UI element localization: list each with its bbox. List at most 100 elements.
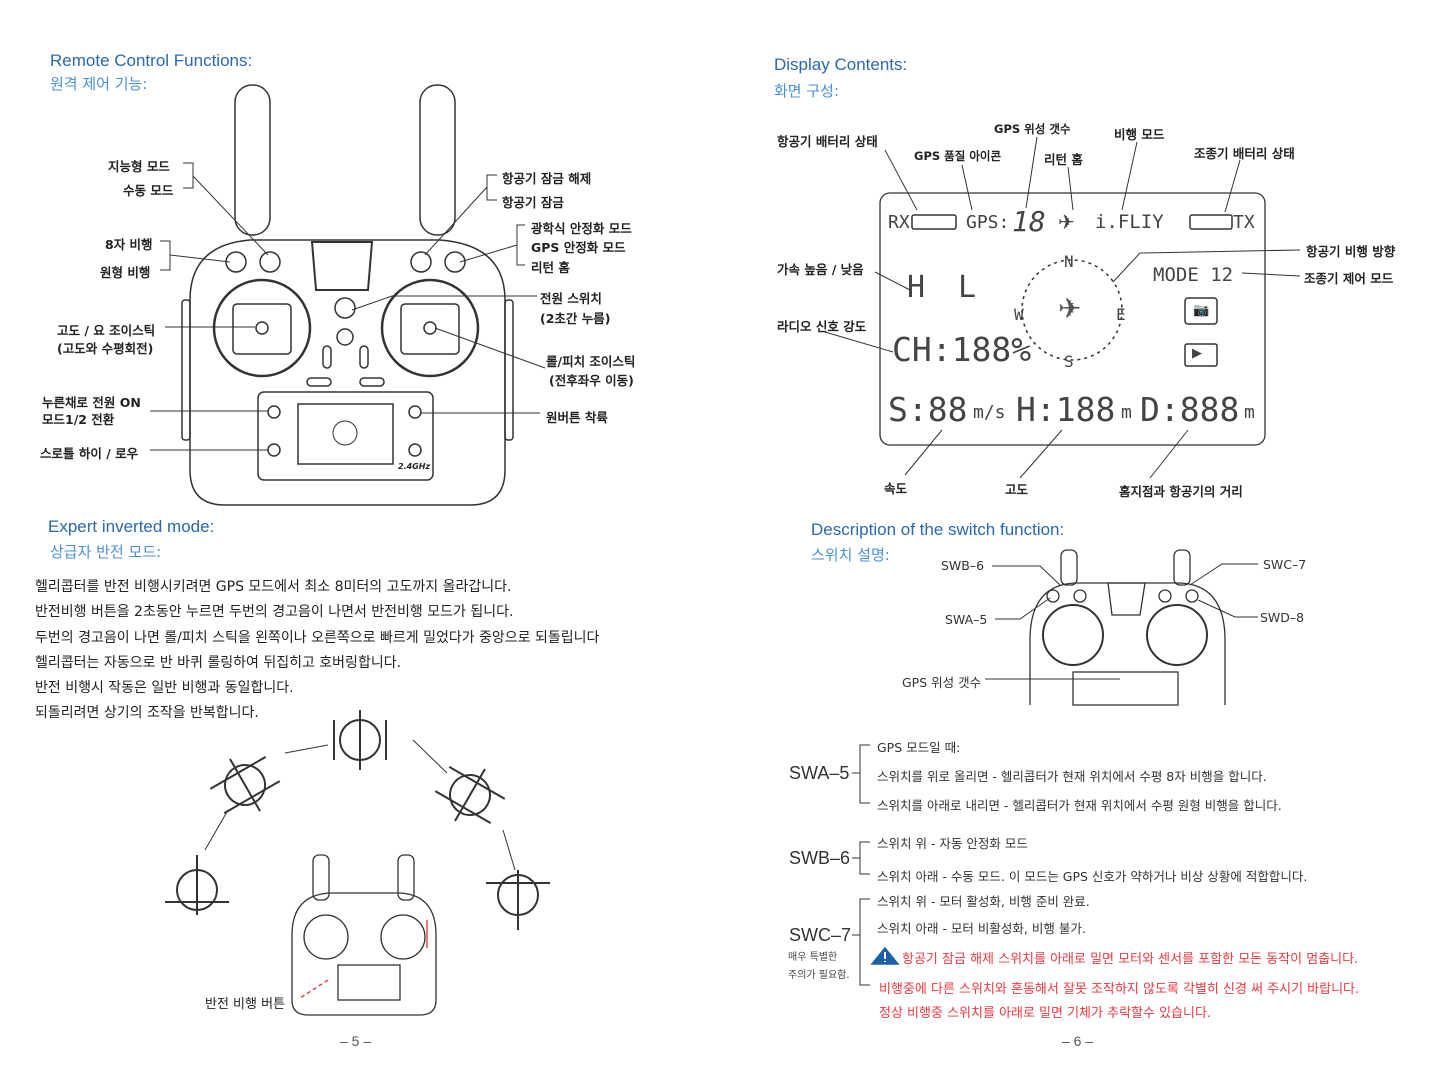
lcd-tx: TX [1233, 212, 1255, 233]
page-number-5: – 5 – [340, 1033, 372, 1049]
lcd-flight-mode: i.FLIY [1095, 211, 1164, 233]
swb-name: SWB–6 [789, 848, 851, 868]
label-altitude: 고도 [1005, 482, 1029, 497]
lcd-l: L [958, 270, 977, 305]
lcd-display-frame [879, 192, 1266, 446]
label-figure8: 8자 비행 [105, 237, 153, 252]
label-return-home: 리턴 홈 [531, 260, 570, 275]
inverted-mode-instructions: 헬리콥터를 반전 비행시키려면 GPS 모드에서 최소 8미터의 고도까지 올라… [35, 575, 599, 727]
leader-lines [150, 162, 546, 451]
label-mode-button: 누른채로 전원 ON [42, 395, 141, 410]
label-gps-count: GPS 위성 갯수 [994, 122, 1071, 136]
label-left-stick: 고도 / 요 조이스틱 [57, 323, 156, 338]
label-aircraft-battery: 항공기 배터리 상태 [777, 134, 878, 149]
label-power-sub: (2초간 누름) [540, 311, 611, 326]
label-swc: SWC–7 [1263, 557, 1307, 572]
lcd-channel: CH:188% [892, 330, 1032, 369]
display-contents-title-ko: 화면 구성: [774, 82, 840, 100]
label-flight-mode: 비행 모드 [1114, 127, 1165, 142]
display-contents-title: Display Contents: [774, 55, 908, 74]
label-one-key-land: 원버튼 착륙 [546, 410, 608, 425]
label-mode-button-sub: 모드1/2 전환 [42, 412, 115, 427]
swb-line: 스위치 위 - 자동 안정화 모드 [877, 836, 1028, 851]
remote-controller-drawing [181, 84, 514, 506]
lcd-mode: MODE 12 [1153, 264, 1234, 286]
remote-functions-title: Remote Control Functions: [50, 51, 253, 70]
label-throttle: 스로틀 하이 / 로우 [40, 446, 139, 461]
aircraft-heading-icon: ✈ [1058, 292, 1082, 325]
label-distance: 홈지점과 항공기의 거리 [1119, 484, 1243, 499]
camera-icon: 📷 [1193, 303, 1210, 318]
label-right-stick: 롤/피치 조이스틱 [546, 354, 636, 369]
remote-functions-title-ko: 원격 제어 기능: [50, 75, 148, 93]
label-tx-battery: 조종기 배터리 상태 [1194, 146, 1295, 161]
compass-n: N [1064, 252, 1074, 271]
page-number-6: – 6 – [1062, 1033, 1094, 1049]
label-accel: 가속 높음 / 낮음 [777, 262, 864, 277]
label-gps-stab: GPS 안정화 모드 [531, 240, 626, 255]
label-smart-mode: 지능형 모드 [108, 159, 170, 174]
label-control-mode: 조종기 제어 모드 [1304, 271, 1394, 286]
warning-line: 비행중에 다른 스위치와 혼동해서 잘못 조작하지 않도록 각별히 신경 써 주… [879, 982, 1360, 997]
instruction-line: 되돌리려면 상기의 조작을 반복합니다. [35, 705, 259, 722]
switch-function-title: Description of the switch function: [811, 520, 1065, 539]
lcd-distance-unit: m [1244, 402, 1255, 423]
label-swb: SWB–6 [941, 558, 985, 573]
lcd-distance: D:888 [1140, 390, 1240, 429]
swc-line: 스위치 위 - 모터 활성화, 비행 준비 완료. [877, 894, 1090, 909]
lcd-gps-count: 18 [1012, 205, 1046, 238]
return-home-icon: ✈ [1058, 210, 1075, 234]
label-right-stick-sub: (전후좌우 이동) [549, 373, 634, 388]
inverted-mode-title: Expert inverted mode: [48, 517, 215, 536]
warning-icon [870, 946, 900, 965]
instruction-line: 반전 비행시 작동은 일반 비행과 동일합니다. [35, 680, 294, 697]
swc-name: SWC–7 [789, 925, 852, 945]
swc-line: 스위치 아래 - 모터 비활성화, 비행 불가. [877, 921, 1086, 936]
swb-line: 스위치 아래 - 수동 모드. 이 모드는 GPS 신호가 약하거나 비상 상황… [877, 869, 1308, 884]
swa-name: SWA–5 [789, 763, 850, 783]
label-heading: 항공기 비행 방향 [1306, 244, 1396, 259]
label-circle: 원형 비행 [100, 265, 151, 280]
inverted-mode-title-ko: 상급자 반전 모드: [50, 543, 162, 561]
frequency-label: 2.4GHz [398, 462, 431, 471]
label-lock: 항공기 잠금 [502, 195, 564, 210]
label-speed: 속도 [884, 481, 908, 496]
instruction-line: 헬리콥터는 자동으로 반 바퀴 롤링하여 뒤집히고 호버링합니다. [35, 654, 402, 671]
label-optical: 광학식 안정화 모드 [531, 221, 632, 236]
label-return-home-icon: 리턴 홈 [1044, 152, 1083, 167]
lcd-h: H [907, 270, 926, 305]
swc-note: 매우 특별한 [788, 952, 838, 963]
lcd-gps: GPS: [966, 212, 1010, 233]
label-left-stick-sub: (고도와 수평회전) [57, 341, 154, 356]
label-gps-quality: GPS 품질 아이콘 [914, 149, 1002, 163]
label-signal: 라디오 신호 강도 [777, 319, 867, 334]
instruction-line: 두번의 경고음이 나면 롤/피치 스틱을 왼쪽이나 오른쪽으로 빠르게 밀었다가… [35, 629, 600, 646]
drone-sequence [165, 710, 550, 930]
switch-function-title-ko: 스위치 설명: [811, 546, 890, 564]
swa-line: 스위치를 위로 올리면 - 헬리콥터가 현재 위치에서 수평 8자 비행을 합니… [877, 769, 1267, 784]
switch-controller-drawing [985, 549, 1258, 706]
instruction-line: 반전비행 버튼을 2초동안 누르면 두번의 경고음이 나면서 반전비행 모드가 … [35, 604, 514, 621]
compass-w: W [1014, 305, 1024, 324]
compass-e: E [1116, 305, 1126, 324]
compass-s: S [1064, 352, 1074, 371]
label-unlock: 항공기 잠금 해제 [502, 171, 592, 186]
lcd-height: H:188 [1016, 390, 1116, 429]
switch-brackets [852, 744, 870, 986]
lcd-height-unit: m [1121, 402, 1132, 423]
swa-line: 스위치를 아래로 내리면 - 헬리콥터가 현재 위치에서 수평 원형 비행을 합… [877, 798, 1282, 813]
swc-note: 주의가 필요함. [788, 970, 850, 981]
swa-line: GPS 모드일 때: [877, 740, 961, 755]
small-controller-drawing [291, 854, 437, 1016]
warning-line: 정상 비행중 스위치를 아래로 밀면 기체가 추락할수 있습니다. [879, 1006, 1212, 1021]
lcd-speed-unit: m/s [973, 402, 1006, 423]
instruction-line: 헬리콥터를 반전 비행시키려면 GPS 모드에서 최소 8미터의 고도까지 올라… [35, 579, 512, 595]
video-icon: ▶ [1192, 346, 1202, 361]
inverted-button-label: 반전 비행 버튼 [205, 997, 286, 1012]
warning-line: 항공기 잠금 해제 스위치를 아래로 밀면 모터와 센서를 포함한 모든 동작이… [902, 952, 1359, 967]
label-swd: SWD–8 [1260, 610, 1305, 625]
lcd-rx: RX [888, 212, 910, 233]
label-manual-mode: 수동 모드 [123, 183, 174, 198]
label-power: 전원 스위치 [540, 291, 602, 306]
